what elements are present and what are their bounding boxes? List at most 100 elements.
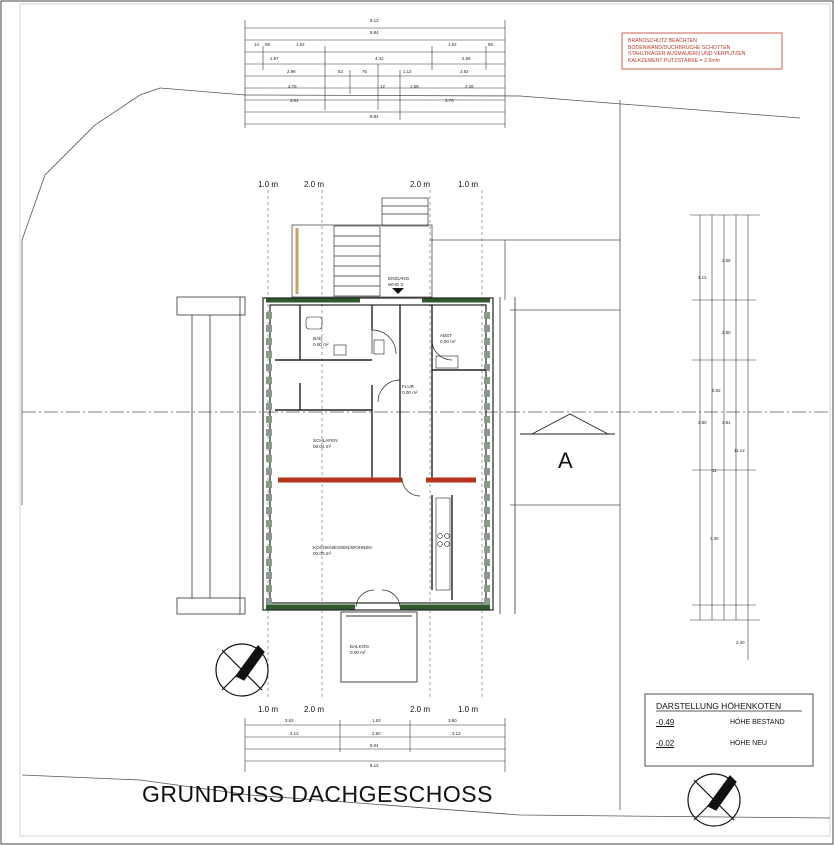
entrance-arrow — [392, 288, 404, 294]
section-marker-label: A — [558, 448, 573, 473]
dim-label: 11 — [712, 468, 717, 473]
dim-label: 1.62 — [296, 42, 305, 47]
dim-label: 1.63 — [372, 718, 381, 723]
roof-batten — [266, 494, 272, 501]
inner-frame — [19, 3, 831, 837]
roof-batten — [266, 364, 272, 371]
roof-batten — [484, 572, 490, 579]
roof-batten — [484, 325, 490, 332]
roof-batten — [266, 416, 272, 423]
legend-title: DARSTELLUNG HÖHENKOTEN — [656, 701, 782, 711]
room-abst: ABST 0.00 m² — [440, 333, 456, 345]
room-area: 0.00 m² — [313, 342, 329, 347]
roof-batten — [484, 520, 490, 527]
doors — [355, 329, 453, 608]
note-line: STAHLTRÄGER AUSMAUERN UND VERPUTZEN — [628, 51, 746, 58]
roof-batten — [266, 390, 272, 397]
dim-label: 95 — [488, 42, 493, 47]
roof-batten — [484, 533, 490, 540]
dim-label: 11.12 — [734, 448, 745, 453]
roof-batten — [484, 403, 490, 410]
dim-label: 4.42 — [375, 56, 384, 61]
side-walls — [262, 297, 494, 611]
dim-label: 3.70 — [445, 98, 454, 103]
roof-batten — [484, 455, 490, 462]
room-area: 00.00 m² — [313, 551, 332, 556]
dim-label: 3.62 — [285, 718, 294, 723]
roof-battens — [266, 312, 490, 605]
legend-box — [644, 693, 814, 767]
room-name: BALKON — [350, 644, 369, 649]
dim-label: 95 — [265, 42, 270, 47]
dim-label: 12 — [380, 84, 385, 89]
note-box — [621, 32, 783, 70]
scale-label: 1.0 m — [258, 705, 279, 714]
dim-label: 3.12 — [290, 731, 299, 736]
scale-label: 2.0 m — [410, 180, 431, 189]
scale-label: 1.0 m — [258, 180, 279, 189]
roof-batten — [484, 312, 490, 319]
north-arrow-small-icon — [687, 773, 741, 827]
note-line: BODENWAND/DUCHBRÜCHE SCHOTTEN — [628, 44, 731, 51]
scale-label: 2.0 m — [304, 180, 325, 189]
room-schlafen: SCHLAFEN 00.04 m² — [313, 438, 338, 450]
roof-batten — [266, 533, 272, 540]
roof-batten — [266, 481, 272, 488]
room-area: 0.00 m² — [402, 390, 418, 395]
room-area: 0.00 m² — [350, 650, 366, 655]
legend-value-existing: -0.49 — [656, 718, 675, 727]
drawing-title: GRUNDRISS DACHGESCHOSS — [142, 781, 493, 807]
roof-batten — [266, 572, 272, 579]
scale-label: 2.0 m — [304, 705, 325, 714]
top-dimension-block — [244, 20, 506, 128]
roof-batten — [484, 377, 490, 384]
roof-batten — [266, 351, 272, 358]
roof-batten — [266, 455, 272, 462]
note-line: KALKZEMENT PUTZSTÄRKE = 2.5mm — [628, 57, 721, 64]
dim-label: 1.80 — [722, 330, 731, 335]
dim-label: 2.92 — [460, 69, 469, 74]
dim-label: 3.01 — [290, 98, 299, 103]
room-name: FLUR — [402, 384, 414, 389]
roof-batten — [266, 312, 272, 319]
roof-batten — [266, 442, 272, 449]
dim-label: 3.12 — [452, 731, 461, 736]
room-name: KOCHEN/ESSEN/WOHNEN — [313, 545, 372, 550]
right-dimension-block — [690, 214, 760, 660]
room-name: BAD — [313, 336, 323, 341]
entrance-label: EINGANG WHG 3 — [388, 276, 409, 288]
roof-batten — [484, 546, 490, 553]
dim-label: 8.84 — [370, 30, 379, 35]
north-arrow-icon — [215, 643, 269, 697]
roof-batten — [266, 403, 272, 410]
roof-batten — [484, 390, 490, 397]
exterior-walls — [266, 297, 490, 610]
roof-batten — [266, 377, 272, 384]
dim-label: 2.60 — [372, 731, 381, 736]
room-kochen: KOCHEN/ESSEN/WOHNEN 00.00 m² — [313, 545, 372, 557]
stair-block — [291, 197, 433, 298]
room-bad: BAD 0.00 m² — [313, 336, 329, 348]
dim-label: 14 — [254, 42, 259, 47]
dim-label: 76 — [362, 69, 367, 74]
dim-label: 1.97 — [270, 56, 279, 61]
room-area: WHG 3 — [388, 282, 404, 287]
roof-batten — [266, 338, 272, 345]
roof-batten — [484, 494, 490, 501]
roof-batten — [266, 507, 272, 514]
room-flur: FLUR 0.00 m² — [402, 384, 418, 396]
dim-label: 8.12 — [370, 18, 379, 23]
room-area: 0.00 m² — [440, 339, 456, 344]
dim-label: 2.56 — [722, 258, 731, 263]
dim-label: 3.91 — [722, 420, 731, 425]
scale-label: 1.0 m — [458, 180, 479, 189]
dim-label: 2.26 — [465, 84, 474, 89]
dim-label: 1.62 — [448, 42, 457, 47]
scale-label: 2.0 m — [410, 705, 431, 714]
dim-label: 3.80 — [698, 420, 707, 425]
interior-walls — [275, 305, 486, 600]
scale-label: 1.0 m — [458, 705, 479, 714]
roof-batten — [266, 429, 272, 436]
dormer-left — [176, 296, 246, 615]
note-line: BRANDSCHUTZ BEACHTEN — [628, 38, 697, 44]
